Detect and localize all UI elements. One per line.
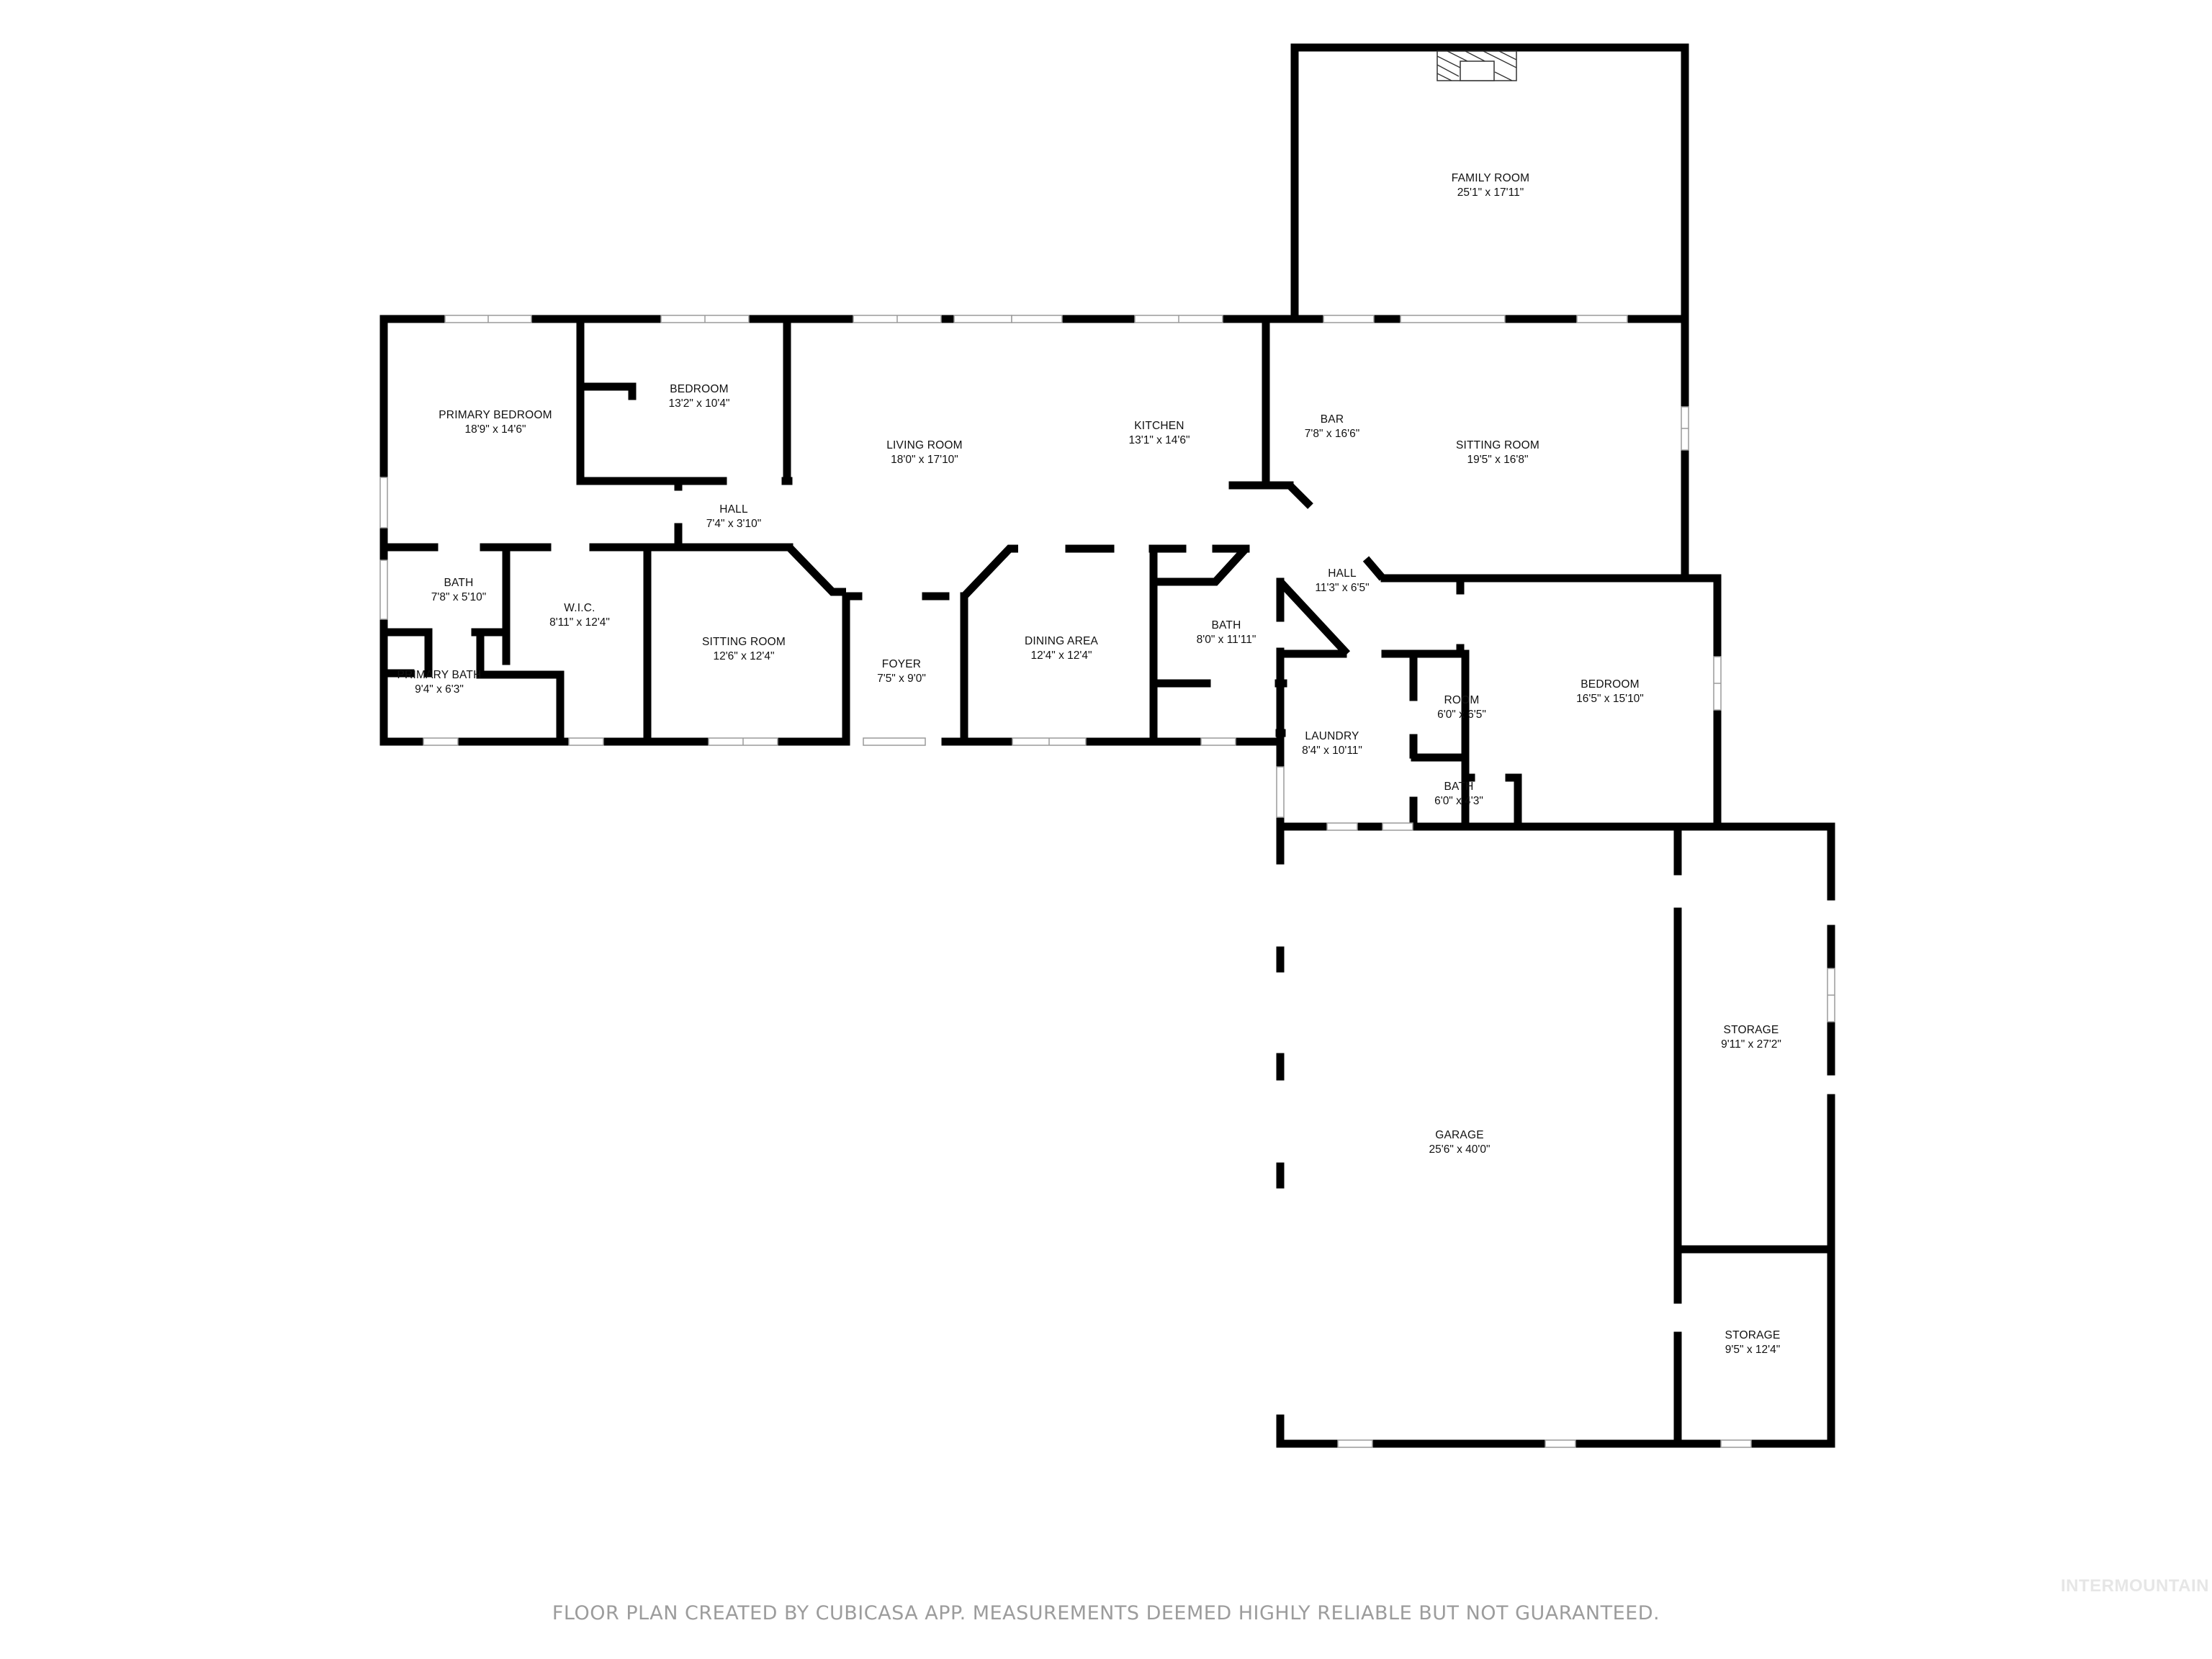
room-storage-2: STORAGE 9'5" x 12'4" bbox=[1725, 1328, 1781, 1357]
windows bbox=[379, 315, 1835, 1448]
room-name: HALL bbox=[719, 503, 748, 516]
room-kitchen: KITCHEN 13'1" x 14'6" bbox=[1128, 419, 1190, 448]
room-hall-1: HALL 7'4" x 3'10" bbox=[706, 503, 761, 531]
disclaimer-text: FLOOR PLAN CREATED BY CUBICASA APP. MEAS… bbox=[552, 1602, 1660, 1624]
room-name: BATH bbox=[444, 576, 474, 589]
room-name: PRIMARY BEDROOM bbox=[439, 408, 552, 421]
room-dimensions: 8'4" x 10'11" bbox=[1302, 745, 1362, 757]
room-dimensions: 13'2" x 10'4" bbox=[668, 397, 730, 410]
room-name: ROOM bbox=[1444, 693, 1480, 706]
room-garage: GARAGE 25'6" x 40'0" bbox=[1429, 1128, 1490, 1157]
room-foyer: FOYER 7'5" x 9'0" bbox=[877, 657, 926, 686]
room-dimensions: 18'0" x 17'10" bbox=[891, 454, 958, 466]
room-dimensions: 7'4" x 3'10" bbox=[706, 518, 762, 530]
room-name: SITTING ROOM bbox=[701, 635, 786, 648]
room-dimensions: 7'5" x 9'0" bbox=[877, 673, 926, 685]
room-name: FAMILY ROOM bbox=[1451, 171, 1530, 184]
room-dimensions: 13'1" x 14'6" bbox=[1128, 434, 1190, 446]
room-family-room: FAMILY ROOM 25'1" x 17'11" bbox=[1452, 171, 1529, 200]
room-primary-bedroom: PRIMARY BEDROOM 18'9" x 14'6" bbox=[439, 408, 552, 437]
room-living-room: LIVING ROOM 18'0" x 17'10" bbox=[886, 439, 963, 467]
room-name: KITCHEN bbox=[1134, 419, 1184, 432]
room-bath-2: BATH 8'0" x 11'11" bbox=[1197, 619, 1256, 647]
room-dimensions: 7'8" x 5'10" bbox=[431, 591, 487, 603]
family-room-walls bbox=[1290, 43, 1689, 323]
room-dimensions: 18'9" x 14'6" bbox=[464, 423, 526, 436]
room-dimensions: 16'5" x 15'10" bbox=[1576, 693, 1644, 705]
garage-walls bbox=[1276, 822, 1835, 1448]
room-dimensions: 12'4" x 12'4" bbox=[1030, 649, 1092, 662]
room-name: BAR bbox=[1320, 413, 1344, 426]
room-laundry: LAUNDRY 8'4" x 10'11" bbox=[1302, 729, 1362, 758]
room-dimensions: 9'11" x 27'2" bbox=[1721, 1038, 1781, 1051]
room-name: BATH bbox=[1444, 780, 1474, 793]
room-name: GARAGE bbox=[1435, 1128, 1484, 1141]
room-dimensions: 12'6" x 12'4" bbox=[713, 650, 775, 662]
room-dimensions: 25'1" x 17'11" bbox=[1457, 186, 1524, 199]
room-bath-3: BATH 6'0" x 4'3" bbox=[1434, 780, 1483, 809]
room-name: DINING AREA bbox=[1024, 634, 1099, 647]
room-storage-1: STORAGE 9'11" x 27'2" bbox=[1721, 1023, 1781, 1052]
room-room: ROOM 6'0" x 6'5" bbox=[1437, 693, 1486, 722]
room-primary-bath: PRIMARY BATH 9'4" x 6'3" bbox=[397, 668, 482, 697]
room-bedroom-2: BEDROOM 16'5" x 15'10" bbox=[1576, 678, 1644, 706]
room-name: HALL bbox=[1328, 567, 1357, 580]
room-name: FOYER bbox=[881, 657, 922, 670]
room-name: LIVING ROOM bbox=[886, 439, 963, 451]
room-bar: BAR 7'8" x 16'6" bbox=[1305, 413, 1359, 441]
room-name: PRIMARY BATH bbox=[397, 668, 482, 681]
room-bedroom-1: BEDROOM 13'2" x 10'4" bbox=[668, 382, 729, 411]
room-name: STORAGE bbox=[1725, 1328, 1781, 1341]
room-wic: W.I.C. 8'11" x 12'4" bbox=[549, 601, 610, 630]
room-dimensions: 7'8" x 16'6" bbox=[1304, 428, 1360, 440]
interior-walls bbox=[379, 315, 1522, 831]
room-name: STORAGE bbox=[1723, 1023, 1779, 1036]
room-name: BATH bbox=[1211, 619, 1241, 631]
room-dimensions: 11'3" x 6'5" bbox=[1315, 582, 1370, 594]
room-dimensions: 8'0" x 11'11" bbox=[1196, 634, 1256, 646]
room-dining-area: DINING AREA 12'4" x 12'4" bbox=[1025, 634, 1098, 663]
room-dimensions: 9'4" x 6'3" bbox=[415, 683, 464, 696]
room-name: BEDROOM bbox=[670, 382, 729, 395]
room-name: BEDROOM bbox=[1581, 678, 1640, 691]
brand-watermark: INTERMOUNTAIN bbox=[2060, 1576, 2209, 1596]
room-dimensions: 6'0" x 4'3" bbox=[1434, 795, 1483, 807]
room-dimensions: 8'11" x 12'4" bbox=[549, 616, 610, 629]
room-sitting-room-1: SITTING ROOM 19'5" x 16'8" bbox=[1456, 439, 1539, 467]
room-dimensions: 6'0" x 6'5" bbox=[1437, 709, 1486, 721]
room-name: W.I.C. bbox=[564, 601, 595, 614]
room-dimensions: 19'5" x 16'8" bbox=[1467, 454, 1529, 466]
room-name: SITTING ROOM bbox=[1455, 439, 1540, 451]
room-hall-2: HALL 11'3" x 6'5" bbox=[1315, 567, 1369, 595]
fireplace-icon bbox=[1437, 50, 1517, 81]
room-sitting-room-2: SITTING ROOM 12'6" x 12'4" bbox=[702, 635, 786, 664]
room-name: LAUNDRY bbox=[1305, 729, 1359, 742]
room-dimensions: 25'6" x 40'0" bbox=[1429, 1143, 1491, 1156]
room-dimensions: 9'5" x 12'4" bbox=[1725, 1344, 1781, 1356]
room-bath-1: BATH 7'8" x 5'10" bbox=[431, 576, 486, 605]
